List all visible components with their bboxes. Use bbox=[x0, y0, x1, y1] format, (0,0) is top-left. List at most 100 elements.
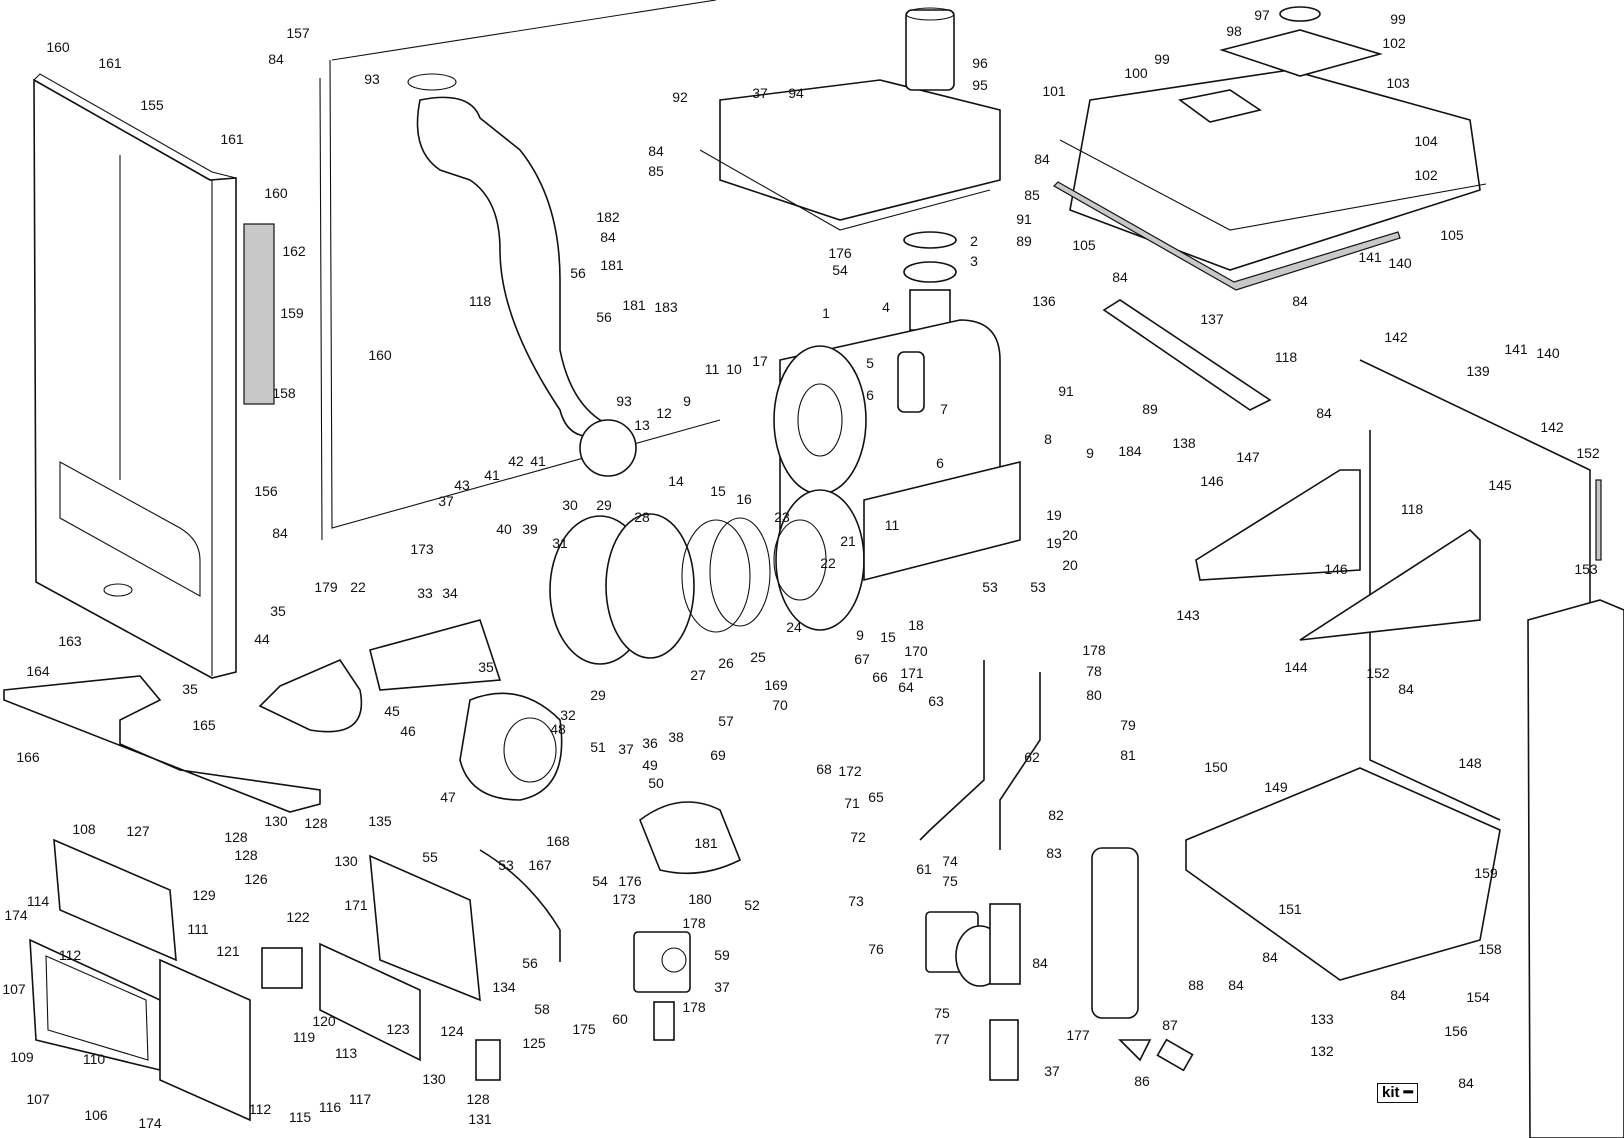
insulation-strip bbox=[243, 223, 275, 405]
part-callout-23: 23 bbox=[774, 509, 790, 525]
part-callout-152: 152 bbox=[1576, 445, 1600, 461]
part-callout-105: 105 bbox=[1440, 227, 1464, 243]
part-callout-154: 154 bbox=[1466, 989, 1490, 1005]
part-callout-132: 132 bbox=[1310, 1043, 1334, 1059]
part-callout-19: 19 bbox=[1046, 535, 1062, 551]
kit-badge: kit ━ bbox=[1377, 1083, 1418, 1103]
part-callout-76: 76 bbox=[868, 941, 884, 957]
part-callout-105: 105 bbox=[1072, 237, 1096, 253]
part-callout-97: 97 bbox=[1254, 7, 1270, 23]
part-callout-149: 149 bbox=[1264, 779, 1288, 795]
part-callout-129: 129 bbox=[192, 887, 216, 903]
part-callout-89: 89 bbox=[1016, 233, 1032, 249]
part-callout-22: 22 bbox=[820, 555, 836, 571]
part-callout-120: 120 bbox=[312, 1013, 336, 1029]
part-callout-182: 182 bbox=[596, 209, 620, 225]
part-callout-11: 11 bbox=[885, 517, 900, 533]
part-callout-179: 179 bbox=[314, 579, 338, 595]
front-cover-panel bbox=[33, 73, 237, 679]
part-callout-60: 60 bbox=[612, 1011, 628, 1027]
part-callout-166: 166 bbox=[16, 749, 40, 765]
part-callout-136: 136 bbox=[1032, 293, 1056, 309]
part-callout-29: 29 bbox=[590, 687, 606, 703]
part-callout-169: 169 bbox=[764, 677, 788, 693]
part-callout-98: 98 bbox=[1226, 23, 1242, 39]
part-callout-85: 85 bbox=[648, 163, 664, 179]
part-callout-84: 84 bbox=[268, 51, 284, 67]
part-callout-133: 133 bbox=[1310, 1011, 1334, 1027]
part-callout-148: 148 bbox=[1458, 755, 1482, 771]
part-callout-102: 102 bbox=[1414, 167, 1438, 183]
circulation-pump bbox=[925, 903, 1021, 1081]
part-callout-72: 72 bbox=[850, 829, 866, 845]
part-callout-139: 139 bbox=[1466, 363, 1490, 379]
fan-assembly bbox=[459, 692, 742, 875]
part-callout-84: 84 bbox=[1112, 269, 1128, 285]
part-callout-134: 134 bbox=[492, 979, 516, 995]
part-callout-62: 62 bbox=[1024, 749, 1040, 765]
part-callout-18: 18 bbox=[908, 617, 924, 633]
part-callout-130: 130 bbox=[264, 813, 288, 829]
part-callout-27: 27 bbox=[690, 667, 706, 683]
burner-assembly bbox=[258, 513, 827, 733]
part-callout-96: 96 bbox=[972, 55, 988, 71]
part-callout-110: 110 bbox=[83, 1051, 106, 1067]
part-callout-11: 11 bbox=[705, 361, 720, 377]
part-callout-100: 100 bbox=[1124, 65, 1148, 81]
part-callout-5: 5 bbox=[866, 355, 874, 371]
part-callout-9: 9 bbox=[1086, 445, 1094, 461]
part-callout-93: 93 bbox=[364, 71, 380, 87]
part-callout-183: 183 bbox=[654, 299, 678, 315]
part-callout-106: 106 bbox=[84, 1107, 108, 1123]
part-callout-126: 126 bbox=[244, 871, 268, 887]
part-callout-35: 35 bbox=[182, 681, 198, 697]
part-callout-114: 114 bbox=[27, 893, 50, 909]
part-callout-164: 164 bbox=[26, 663, 50, 679]
part-callout-141: 141 bbox=[1358, 249, 1382, 265]
part-callout-128: 128 bbox=[234, 847, 258, 863]
part-callout-81: 81 bbox=[1120, 747, 1136, 763]
part-callout-178: 178 bbox=[1082, 642, 1106, 658]
part-callout-109: 109 bbox=[10, 1049, 34, 1065]
part-callout-78: 78 bbox=[1086, 663, 1102, 679]
part-callout-113: 113 bbox=[335, 1045, 358, 1061]
part-callout-181: 181 bbox=[694, 835, 718, 851]
part-callout-156: 156 bbox=[1444, 1023, 1468, 1039]
part-callout-28: 28 bbox=[634, 509, 650, 525]
part-callout-94: 94 bbox=[788, 85, 804, 101]
part-callout-137: 137 bbox=[1200, 311, 1224, 327]
part-callout-142: 142 bbox=[1384, 329, 1408, 345]
part-callout-30: 30 bbox=[562, 497, 578, 513]
part-callout-140: 140 bbox=[1388, 255, 1412, 271]
part-callout-84: 84 bbox=[1032, 955, 1048, 971]
part-callout-80: 80 bbox=[1086, 687, 1102, 703]
flow-pipe bbox=[919, 660, 985, 841]
part-callout-67: 67 bbox=[854, 651, 870, 667]
part-callout-24: 24 bbox=[786, 619, 802, 635]
part-callout-69: 69 bbox=[710, 747, 726, 763]
part-callout-51: 51 bbox=[590, 739, 606, 755]
part-callout-102: 102 bbox=[1382, 35, 1406, 51]
part-callout-111: 111 bbox=[187, 921, 208, 937]
part-callout-13: 13 bbox=[634, 417, 650, 433]
part-callout-178: 178 bbox=[682, 999, 706, 1015]
part-callout-79: 79 bbox=[1120, 717, 1136, 733]
part-callout-158: 158 bbox=[1478, 941, 1502, 957]
part-callout-101: 101 bbox=[1042, 83, 1066, 99]
part-callout-12: 12 bbox=[656, 405, 672, 421]
top-cover bbox=[1053, 6, 1487, 291]
part-callout-130: 130 bbox=[422, 1071, 446, 1087]
part-callout-156: 156 bbox=[254, 483, 278, 499]
part-callout-112: 112 bbox=[249, 1101, 272, 1117]
part-callout-128: 128 bbox=[224, 829, 248, 845]
part-callout-6: 6 bbox=[936, 455, 944, 471]
part-callout-172: 172 bbox=[838, 763, 862, 779]
part-callout-107: 107 bbox=[26, 1091, 50, 1107]
part-callout-163: 163 bbox=[58, 633, 82, 649]
part-callout-160: 160 bbox=[368, 347, 392, 363]
part-callout-83: 83 bbox=[1046, 845, 1062, 861]
part-callout-56: 56 bbox=[522, 955, 538, 971]
part-callout-77: 77 bbox=[934, 1031, 950, 1047]
